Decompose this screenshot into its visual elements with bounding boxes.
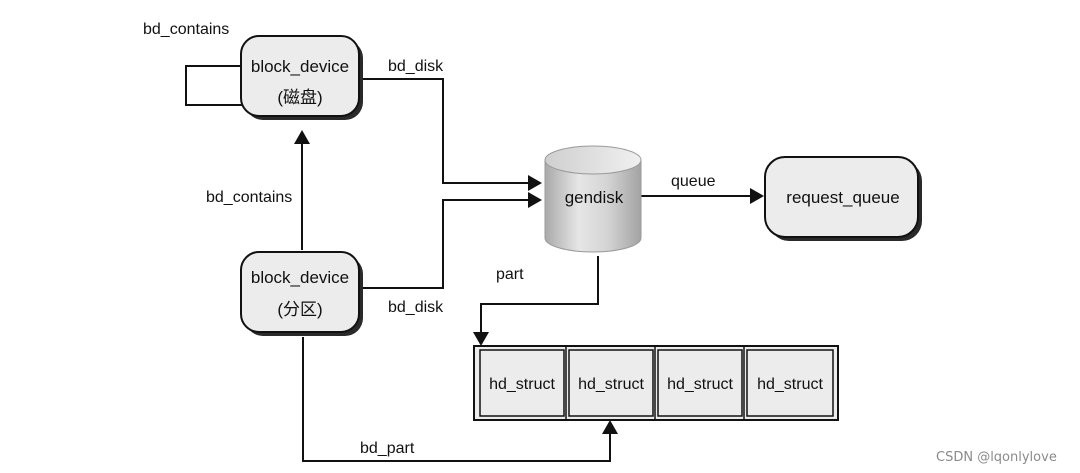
block-device-disk-subtitle: (磁盘)	[277, 88, 322, 107]
hd-struct-array: hd_struct hd_struct hd_struct hd_struct	[473, 345, 839, 421]
bd-contains-self-loop	[185, 65, 245, 106]
part-label: part	[496, 266, 524, 283]
part-bd-disk-edge	[363, 199, 530, 289]
disk-bd-disk-edge	[363, 78, 530, 184]
disk-bd-disk-label: bd_disk	[388, 58, 444, 75]
part-contains-label: bd_contains	[206, 189, 292, 206]
block-device-partition-node: block_device (分区)	[240, 251, 363, 336]
hd-struct-cell: hd_struct	[578, 376, 644, 393]
bd-contains-arrowhead	[294, 130, 310, 144]
block-device-partition-subtitle: (分区)	[277, 300, 322, 319]
part-bd-disk-arrowhead	[528, 192, 542, 208]
block-device-disk-node: block_device (磁盘)	[240, 35, 363, 120]
request-queue-node: request_queue	[764, 156, 922, 241]
part-bd-disk-label: bd_disk	[388, 299, 444, 316]
bd-part-label: bd_part	[360, 440, 415, 457]
hd-struct-cell: hd_struct	[667, 376, 733, 393]
self-contains-label: bd_contains	[143, 21, 229, 38]
gendisk-cylinder: gendisk	[544, 145, 642, 253]
bd-part-edge	[302, 337, 611, 462]
bd-part-arrowhead	[602, 420, 618, 434]
queue-arrowhead	[750, 188, 764, 204]
block-device-partition-name: block_device	[251, 268, 349, 287]
part-edge	[480, 256, 599, 334]
watermark: CSDN @lqonlylove	[936, 450, 1057, 465]
block-device-disk-name: block_device	[251, 57, 349, 76]
gendisk-label: gendisk	[565, 188, 624, 207]
disk-bd-disk-arrowhead	[528, 175, 542, 191]
hd-struct-cell: hd_struct	[757, 376, 823, 393]
part-arrowhead	[473, 332, 489, 346]
queue-label: queue	[671, 173, 716, 190]
hd-struct-cell: hd_struct	[489, 376, 555, 393]
request-queue-label: request_queue	[786, 188, 899, 207]
